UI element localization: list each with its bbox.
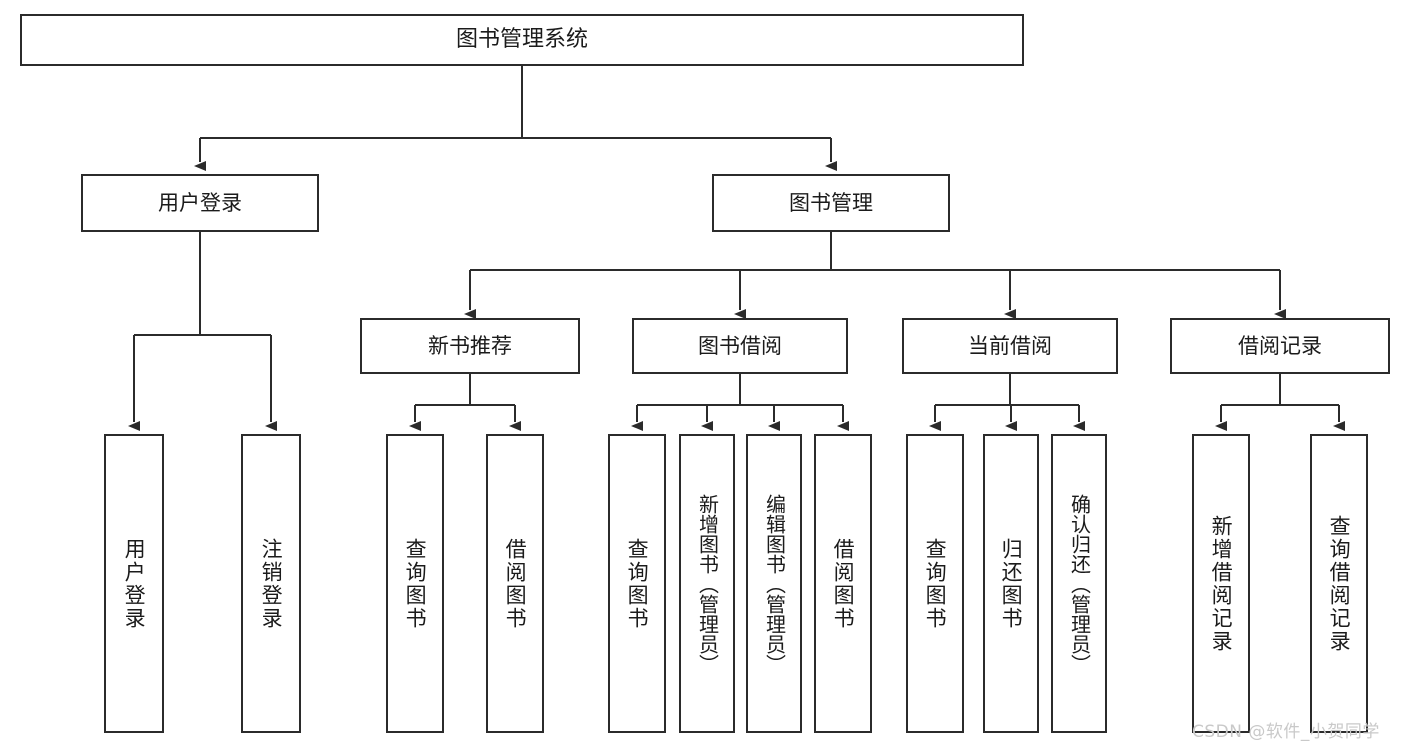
node-label: 新增图书（管理员） — [695, 493, 720, 674]
node-book-borrow: 图书借阅 — [632, 318, 848, 374]
node-label: 查询图书 — [625, 537, 650, 630]
node-label: 图书管理系统 — [455, 27, 588, 53]
node-leaf-borrow-book-1: 借阅图书 — [486, 434, 544, 733]
node-label: 图书借阅 — [698, 333, 782, 358]
node-leaf-query-record: 查询借阅记录 — [1310, 434, 1368, 733]
node-leaf-add-book-admin: 新增图书（管理员） — [679, 434, 735, 733]
edge-paths — [128, 66, 1345, 431]
node-label: 借阅图书 — [831, 537, 856, 630]
watermark-text: CSDN @软件_小贺同学 — [1192, 722, 1380, 742]
node-label: 查询借阅记录 — [1327, 514, 1352, 653]
node-leaf-add-record: 新增借阅记录 — [1192, 434, 1250, 733]
node-label: 归还图书 — [999, 537, 1024, 630]
node-leaf-return-book: 归还图书 — [983, 434, 1039, 733]
node-borrow-record: 借阅记录 — [1170, 318, 1390, 374]
node-label: 借阅图书 — [503, 537, 528, 630]
node-leaf-query-book-3: 查询图书 — [906, 434, 964, 733]
node-label: 编辑图书（管理员） — [762, 493, 787, 674]
node-label: 当前借阅 — [968, 333, 1052, 358]
node-label: 用户登录 — [122, 537, 147, 630]
node-label: 借阅记录 — [1238, 333, 1322, 358]
node-label: 新增借阅记录 — [1209, 514, 1234, 653]
node-user-login: 用户登录 — [81, 174, 319, 232]
node-current-borrow: 当前借阅 — [902, 318, 1118, 374]
node-leaf-edit-book-admin: 编辑图书（管理员） — [746, 434, 802, 733]
node-label: 查询图书 — [403, 537, 428, 630]
node-leaf-query-book-1: 查询图书 — [386, 434, 444, 733]
node-root: 图书管理系统 — [20, 14, 1024, 66]
node-label: 图书管理 — [789, 190, 873, 215]
node-label: 新书推荐 — [428, 333, 512, 358]
node-label: 确认归还（管理员） — [1067, 493, 1092, 674]
node-leaf-query-book-2: 查询图书 — [608, 434, 666, 733]
node-leaf-user-login: 用户登录 — [104, 434, 164, 733]
node-label: 注销登录 — [259, 537, 284, 630]
node-label: 用户登录 — [158, 190, 242, 215]
node-new-book-recommend: 新书推荐 — [360, 318, 580, 374]
node-leaf-logout: 注销登录 — [241, 434, 301, 733]
node-leaf-borrow-book-2: 借阅图书 — [814, 434, 872, 733]
node-leaf-confirm-return: 确认归还（管理员） — [1051, 434, 1107, 733]
node-label: 查询图书 — [923, 537, 948, 630]
node-book-manage: 图书管理 — [712, 174, 950, 232]
